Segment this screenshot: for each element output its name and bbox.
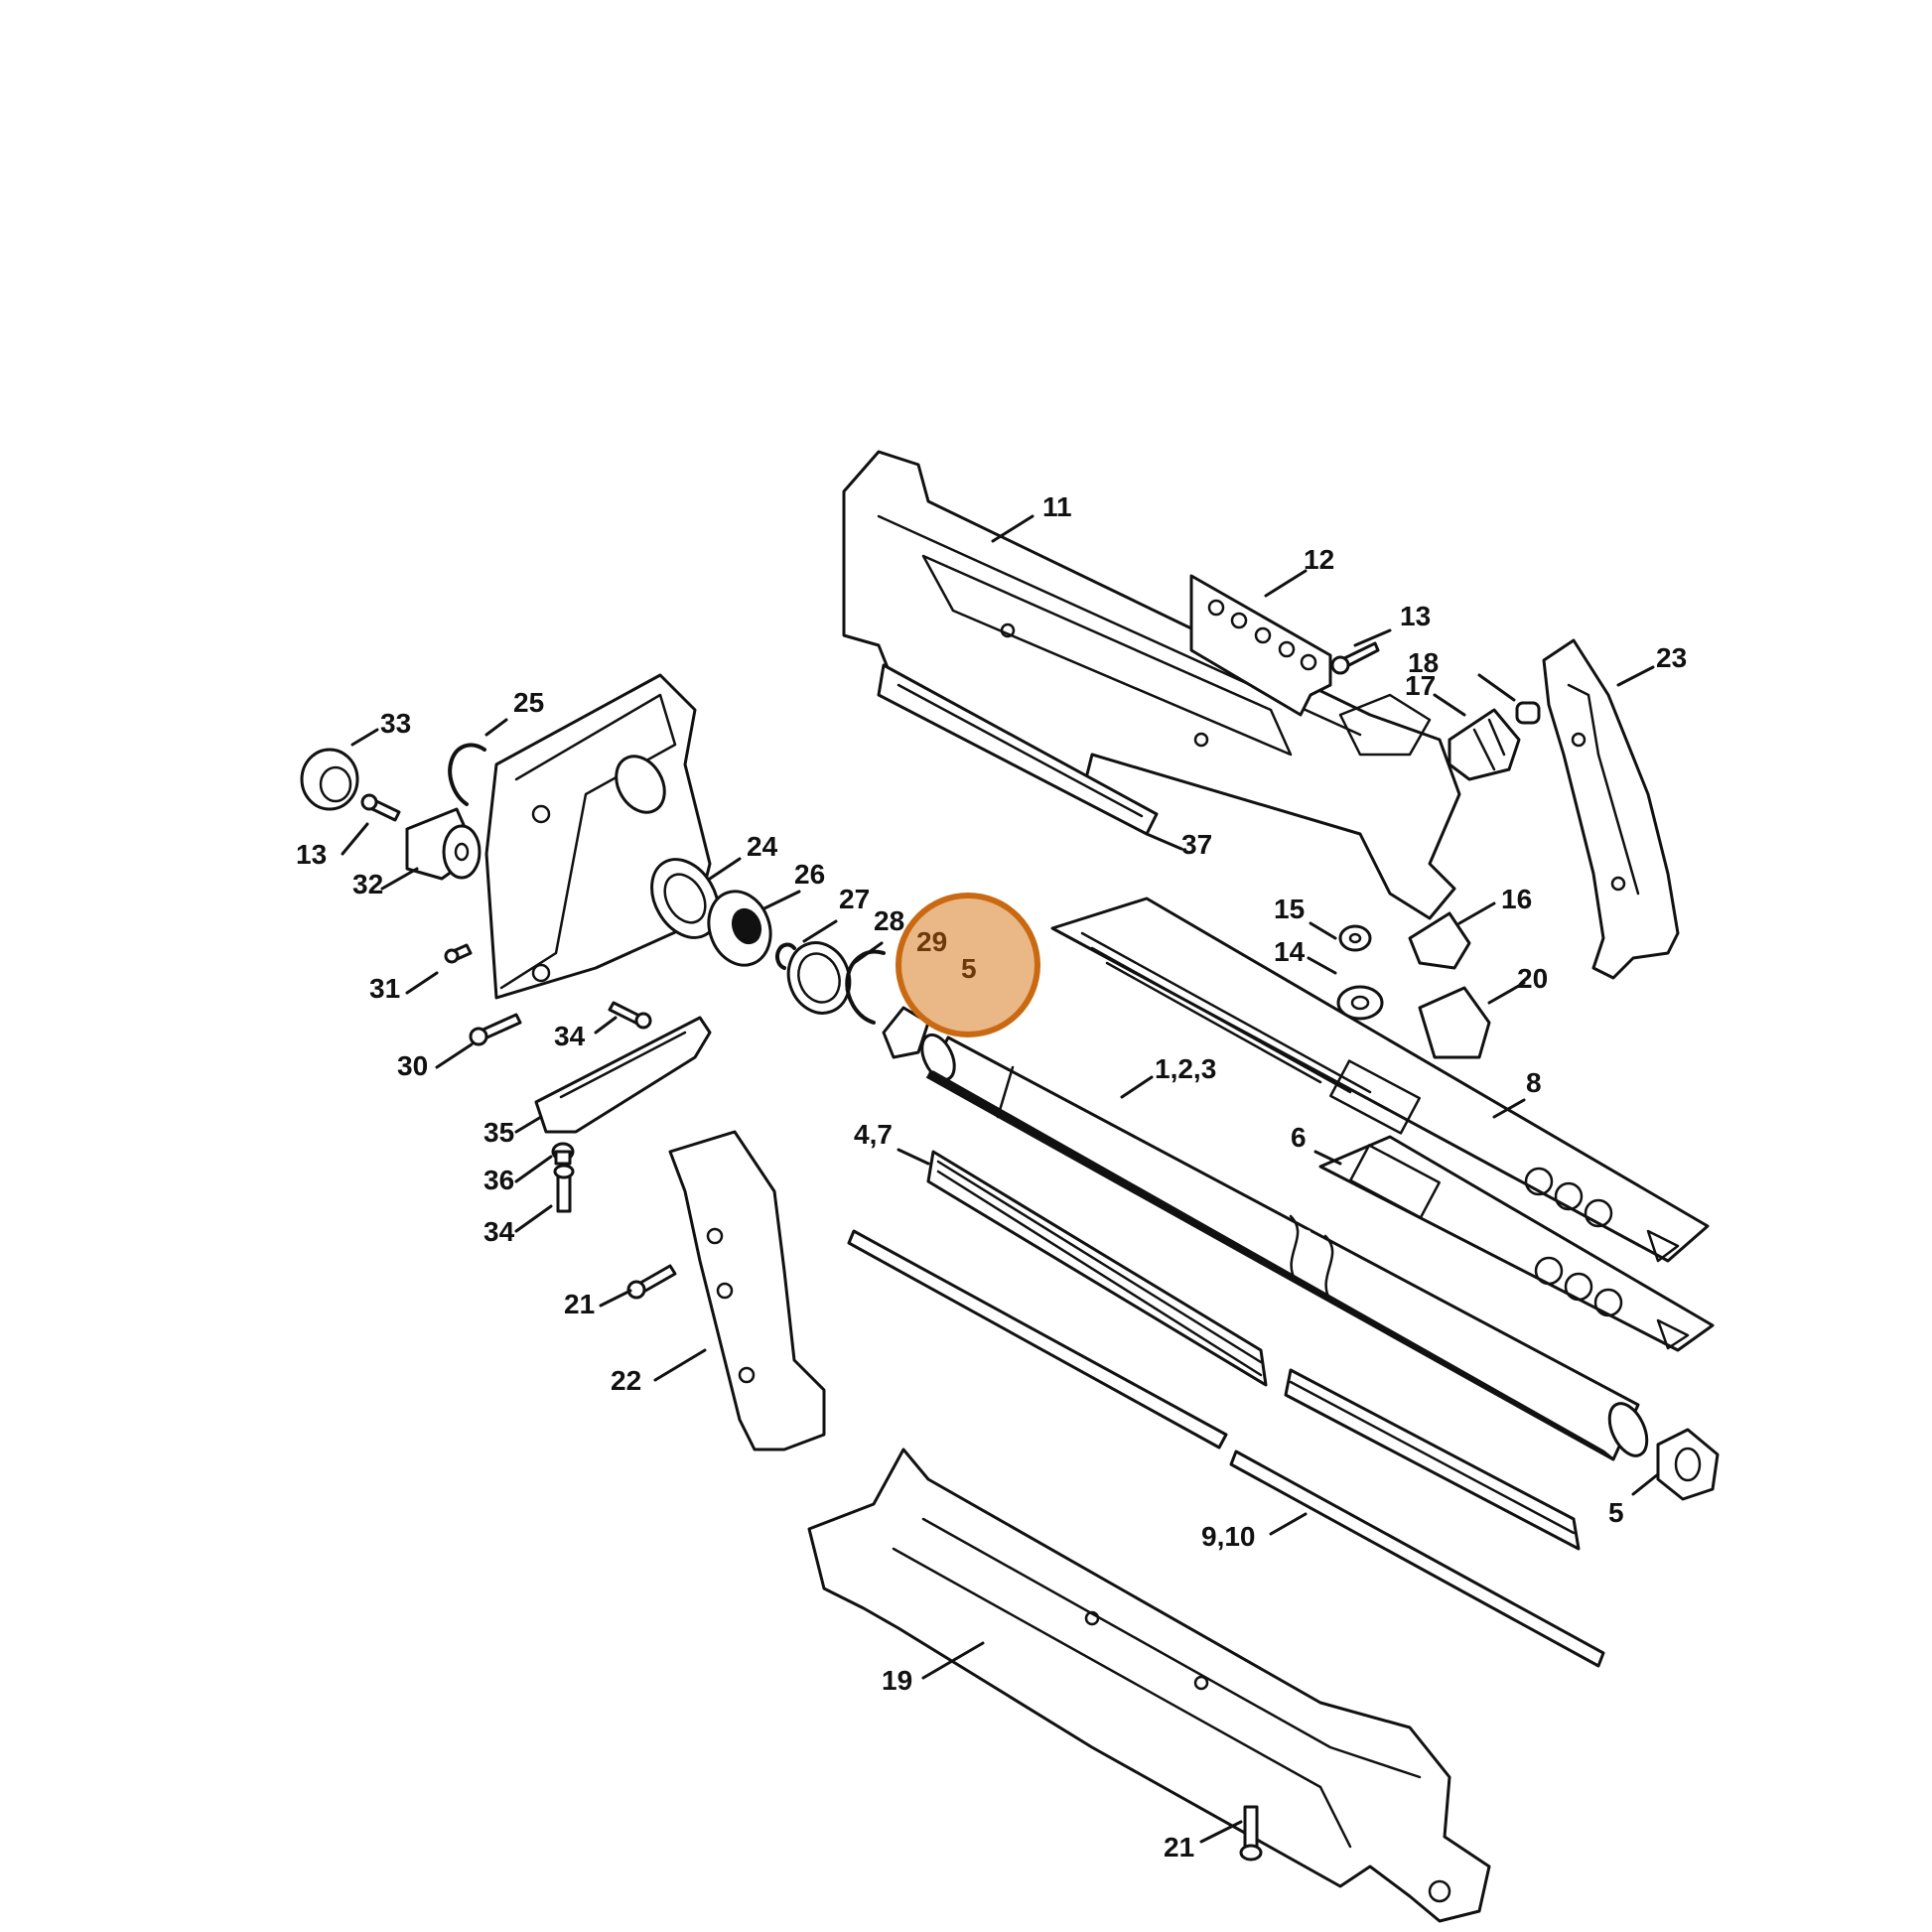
callout-19: 19: [882, 1665, 912, 1696]
callout-13-top: 13: [1400, 601, 1431, 631]
callout-5-lower: 5: [1608, 1497, 1624, 1528]
callout-15: 15: [1274, 894, 1305, 924]
highlight-marker: [896, 893, 1040, 1037]
part-19-lower-housing[interactable]: [807, 1448, 1491, 1923]
callout-36: 36: [483, 1165, 514, 1195]
part-35-bracket[interactable]: [534, 1016, 712, 1134]
part-31-screw[interactable]: [444, 943, 473, 964]
callout-27: 27: [839, 884, 870, 914]
callout-20: 20: [1517, 963, 1548, 994]
callout-13-left: 13: [296, 839, 327, 870]
callout-4-7: 4,7: [854, 1119, 893, 1150]
callout-32: 32: [352, 869, 383, 899]
part-32-buffer[interactable]: [405, 807, 482, 881]
callout-37: 37: [1181, 829, 1212, 860]
part-21-screw-mid[interactable]: [626, 1264, 677, 1300]
part-24-gear-housing[interactable]: [484, 673, 732, 1000]
callout-9-10: 9,10: [1201, 1521, 1256, 1552]
callout-12: 12: [1304, 544, 1334, 575]
part-18-plug[interactable]: [1515, 701, 1541, 725]
leader-lines: [341, 514, 1660, 1844]
callout-8: 8: [1526, 1067, 1542, 1098]
callout-11: 11: [1042, 491, 1072, 522]
part-27-ring[interactable]: [775, 942, 796, 970]
callout-5-upper: 5: [961, 953, 977, 984]
part-13-screw-top[interactable]: [1330, 641, 1380, 675]
part-12-plate[interactable]: [1189, 574, 1332, 717]
part-13-screw-left[interactable]: [360, 793, 401, 822]
callout-26: 26: [794, 859, 825, 890]
part-25-circlip[interactable]: [448, 743, 486, 806]
callout-21-mid: 21: [564, 1289, 595, 1319]
callout-14: 14: [1274, 936, 1306, 967]
callout-17: 17: [1405, 670, 1436, 701]
callout-24: 24: [747, 831, 778, 862]
callout-18: 18: [1408, 647, 1439, 678]
callout-31: 31: [369, 973, 400, 1004]
part-1-2-3-drive-tube[interactable]: [915, 1030, 1654, 1461]
callout-6: 6: [1291, 1122, 1307, 1153]
part-34-screw-upper[interactable]: [608, 1001, 652, 1030]
callout-34-upper: 34: [554, 1021, 586, 1051]
callout-30: 30: [397, 1050, 428, 1081]
callout-21-bottom: 21: [1164, 1832, 1194, 1863]
part-11-upper-housing[interactable]: [842, 450, 1461, 920]
callout-28: 28: [874, 905, 904, 936]
part-21-screw-bottom[interactable]: [1239, 1805, 1263, 1862]
part-5-nut-lower[interactable]: [1656, 1428, 1720, 1501]
part-6-label[interactable]: [1318, 1135, 1715, 1352]
part-28-washer[interactable]: [778, 934, 859, 1022]
callout-23: 23: [1656, 642, 1687, 673]
callout-33: 33: [380, 708, 411, 739]
part-20-damper[interactable]: [1418, 986, 1491, 1059]
callout-35: 35: [483, 1117, 514, 1148]
part-5-nut-upper[interactable]: [882, 1006, 930, 1059]
part-22-handle[interactable]: [668, 1130, 826, 1451]
callout-labels: 11 12 13 18 17 23 33 25 13 32 24 26 27 2…: [296, 491, 1687, 1863]
part-34-screw-lower[interactable]: [553, 1164, 575, 1213]
part-33-cap[interactable]: [300, 748, 359, 811]
part-15-nut[interactable]: [1338, 924, 1372, 952]
part-16-damper[interactable]: [1408, 911, 1471, 970]
callout-25: 25: [513, 687, 544, 718]
callout-16: 16: [1501, 884, 1532, 914]
part-14-washer[interactable]: [1336, 985, 1384, 1021]
callout-34-lower: 34: [483, 1216, 515, 1247]
part-30-screw[interactable]: [469, 1013, 522, 1046]
part-4-7-liner[interactable]: [926, 1150, 1581, 1551]
callout-1-2-3: 1,2,3: [1155, 1053, 1216, 1084]
part-9-10-drive-shaft[interactable]: [847, 1229, 1605, 1668]
part-36-screw[interactable]: [551, 1142, 575, 1166]
part-17-grommet[interactable]: [1448, 708, 1521, 781]
part-26-bearing[interactable]: [699, 883, 780, 974]
part-23-side-cover[interactable]: [1542, 638, 1680, 980]
callout-22: 22: [611, 1365, 641, 1396]
callout-29: 29: [916, 926, 947, 957]
part-8-label[interactable]: [1050, 897, 1710, 1263]
